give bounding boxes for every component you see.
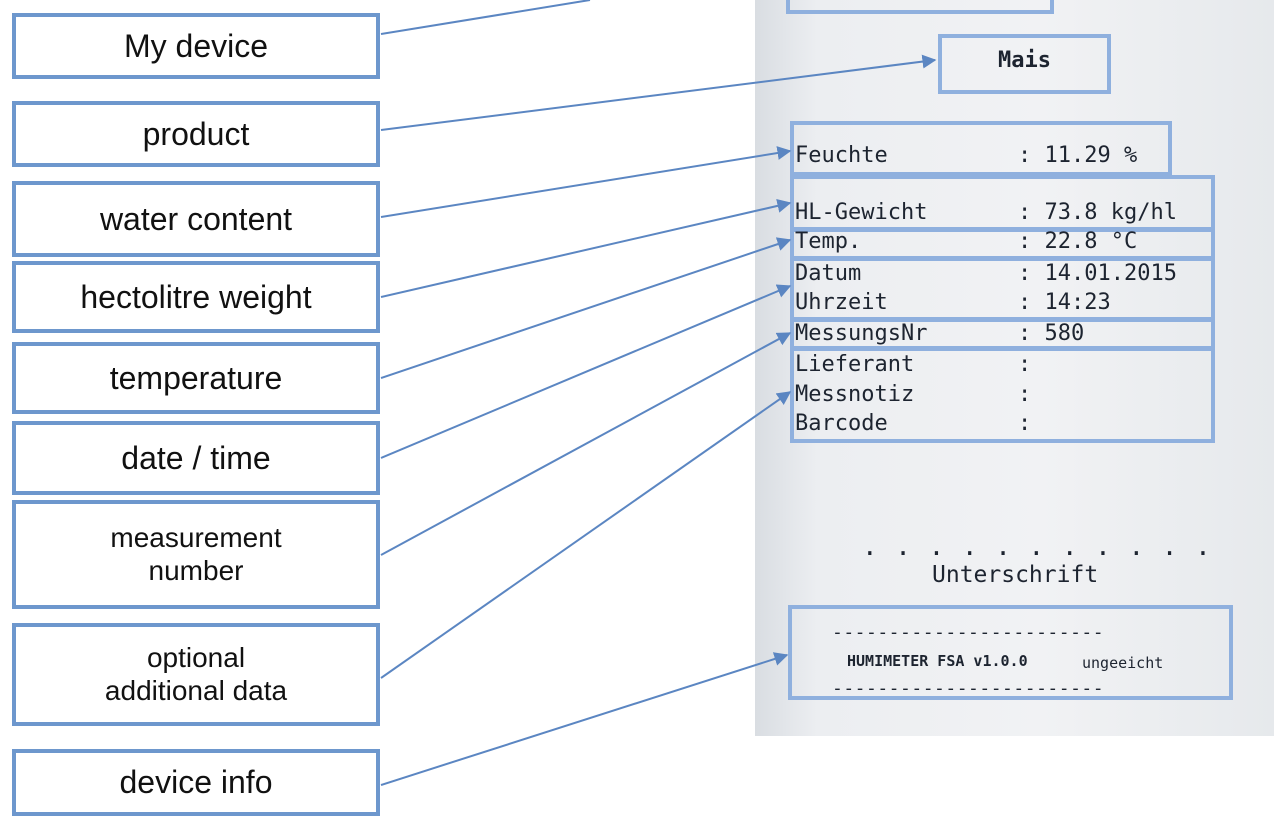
value-feuchte: 11.29 % — [1044, 143, 1138, 168]
device-name: HUMIMETER FSA v1.0.0 — [847, 652, 1028, 670]
label-temperature: temperature — [12, 342, 380, 414]
row-lieferant: Lieferant: — [795, 352, 1032, 377]
value-uhrzeit: 14:23 — [1044, 290, 1111, 315]
label-product: product — [12, 101, 380, 167]
device-status: ungeeicht — [1082, 654, 1164, 672]
arrow-optional-data — [380, 391, 792, 679]
row-messnotiz: Messnotiz: — [795, 382, 1032, 407]
label-water-content: water content — [12, 181, 380, 257]
row-uhrzeit: Uhrzeit: 14:23 — [795, 290, 1111, 315]
arrow-temperature — [380, 237, 792, 379]
arrow-device-info — [380, 652, 789, 786]
label-optional-additional-data: optional additional data — [12, 623, 380, 726]
value-datum: 14.01.2015 — [1044, 261, 1177, 286]
dash-line-top: ------------------------ — [832, 622, 1105, 643]
label-device-info: device info — [12, 749, 380, 816]
receipt-product: Mais — [998, 48, 1051, 73]
signature-dots: . . . . . . . . . . . — [862, 532, 1212, 562]
value-hl-gewicht: 73.8 kg/hl — [1044, 200, 1177, 225]
highlight-product — [938, 34, 1111, 94]
arrow-date-time — [380, 284, 792, 459]
label-my-device: My device — [12, 13, 380, 79]
row-temp: Temp.: 22.8 °C — [795, 229, 1138, 254]
highlight-optional-data — [790, 347, 1215, 443]
row-datum: Datum: 14.01.2015 — [795, 261, 1177, 286]
label-measurement-number: measurement number — [12, 500, 380, 609]
highlight-device-info — [788, 605, 1233, 700]
value-temp: 22.8 °C — [1044, 229, 1138, 254]
row-hl-gewicht: HL-Gewicht: 73.8 kg/hl — [795, 200, 1177, 225]
arrow-my-device — [380, 0, 591, 35]
dash-line-bottom: ------------------------ — [832, 678, 1105, 699]
row-feuchte: Feuchte: 11.29 % — [795, 143, 1138, 168]
arrow-hectolitre-weight — [380, 199, 792, 298]
label-date-time: date / time — [12, 421, 380, 495]
highlight-water-content — [790, 121, 1172, 176]
signature-label: Unterschrift — [932, 562, 1099, 588]
row-barcode: Barcode: — [795, 411, 1032, 436]
arrow-product — [380, 54, 937, 131]
value-messungsnr: 580 — [1044, 321, 1085, 346]
row-messungsnr: MessungsNr: 580 — [795, 321, 1085, 346]
highlight-my-device — [786, 0, 1054, 14]
arrow-water-content — [380, 146, 792, 218]
label-hectolitre-weight: hectolitre weight — [12, 261, 380, 333]
arrow-measurement-number — [380, 332, 792, 556]
